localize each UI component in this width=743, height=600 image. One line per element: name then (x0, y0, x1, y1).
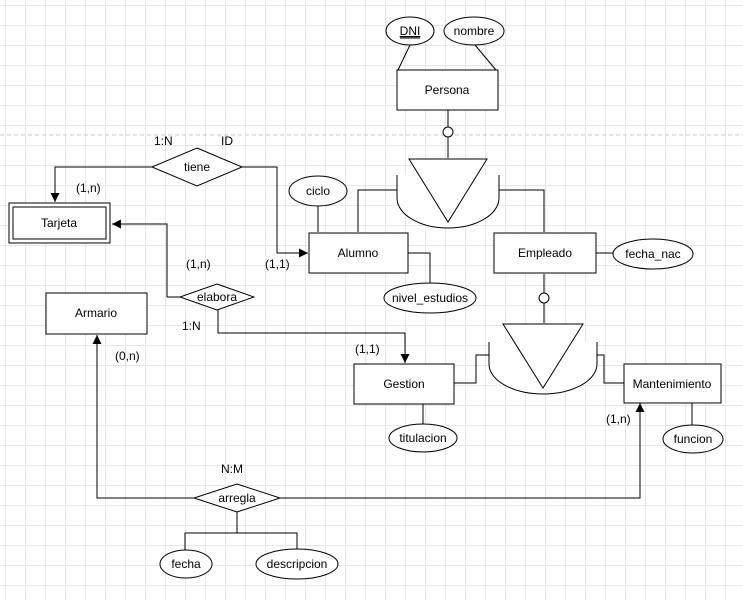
attribute-funcion-label: funcion (674, 432, 713, 446)
tarjeta-elabora-participation-label: (1,n) (186, 257, 211, 271)
entity-armario-label: Armario (75, 306, 117, 320)
relationship-tiene-label: tiene (184, 160, 210, 174)
armario-arregla-participation-label: (0,n) (115, 349, 140, 363)
entity-mantenimiento[interactable]: Mantenimiento (623, 363, 722, 404)
mantenimiento-arregla-participation-label: (1,n) (606, 412, 631, 426)
isa-empleado-specialization (488, 323, 598, 395)
entity-empleado-label: Empleado (518, 246, 572, 260)
attribute-fecha-label: fecha (171, 557, 201, 571)
entity-alumno[interactable]: Alumno (308, 232, 409, 274)
entity-mantenimiento-label: Mantenimiento (633, 377, 712, 391)
entity-tarjeta[interactable]: Tarjeta (8, 202, 111, 244)
attribute-nombre[interactable]: nombre (443, 16, 505, 46)
entity-alumno-label: Alumno (338, 246, 379, 260)
isa-persona-specialization (396, 158, 500, 229)
attribute-descripcion-label: descripcion (267, 557, 328, 571)
attribute-fecha[interactable]: fecha (159, 549, 213, 579)
relationship-elabora-label: elabora (197, 290, 237, 304)
attribute-dni-label: DNI (400, 24, 421, 38)
attribute-fecha-nac-label: fecha_nac (625, 247, 680, 261)
entity-gestion-label: Gestion (383, 377, 424, 391)
attribute-nivel-estudios-label: nivel_estudios (392, 291, 468, 305)
alumno-tiene-participation-label: (1,1) (265, 257, 290, 271)
entity-gestion[interactable]: Gestion (353, 363, 455, 405)
entity-armario[interactable]: Armario (45, 292, 148, 335)
attribute-ciclo-label: ciclo (306, 184, 330, 198)
arregla-cardinality-label: N:M (221, 462, 243, 476)
connector-lines (50, 44, 693, 550)
elabora-cardinality-label: 1:N (182, 319, 201, 333)
entity-persona-label: Persona (425, 83, 470, 97)
attribute-funcion[interactable]: funcion (662, 424, 724, 454)
gestion-elabora-participation-label: (1,1) (355, 342, 380, 356)
isa-empleado-circle (538, 292, 550, 304)
attribute-ciclo[interactable]: ciclo (288, 175, 348, 207)
entity-empleado[interactable]: Empleado (493, 232, 597, 274)
relationship-arregla-label: arregla (218, 491, 256, 505)
isa-persona-circle (442, 126, 454, 138)
attribute-descripcion[interactable]: descripcion (255, 548, 339, 580)
tiene-cardinality-label: 1:N (154, 134, 173, 148)
attribute-fecha-nac[interactable]: fecha_nac (612, 238, 694, 270)
relationship-elabora[interactable]: elabora (178, 283, 256, 311)
tiene-id-label: ID (221, 134, 233, 148)
attribute-titulacion-label: titulacion (399, 431, 446, 445)
relationship-tiene[interactable]: tiene (150, 147, 244, 187)
entity-tarjeta-label: Tarjeta (41, 216, 77, 230)
attribute-titulacion[interactable]: titulacion (388, 423, 458, 453)
tarjeta-tiene-participation-label: (1,n) (76, 181, 101, 195)
relationship-arregla[interactable]: arregla (192, 483, 282, 513)
entity-persona[interactable]: Persona (396, 69, 499, 111)
attribute-nivel-estudios[interactable]: nivel_estudios (383, 282, 477, 314)
attribute-nombre-label: nombre (454, 24, 495, 38)
attribute-dni[interactable]: DNI (385, 16, 435, 46)
